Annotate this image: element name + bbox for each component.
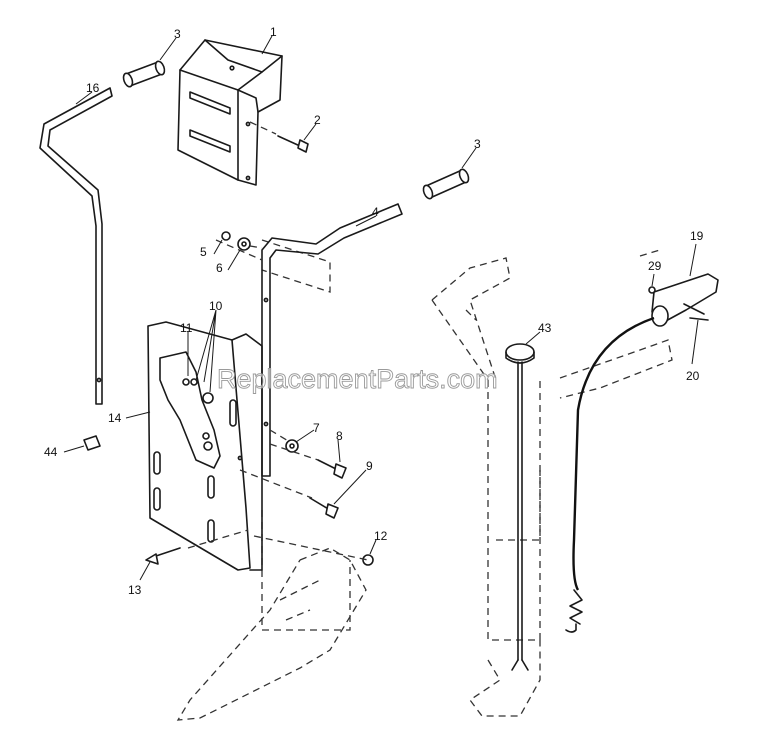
callout-6: 6 — [216, 261, 223, 275]
leader-lines — [63, 35, 699, 581]
part-3-grip-right — [422, 168, 470, 200]
part-1-bracket — [177, 39, 283, 186]
cable — [565, 316, 655, 633]
part-19-control — [648, 273, 719, 327]
callout-8: 8 — [336, 429, 343, 443]
callout-3-right: 3 — [474, 137, 481, 151]
part-43-rod — [505, 343, 535, 671]
callout-13: 13 — [128, 583, 142, 597]
part-3-grip-left — [122, 60, 166, 88]
callout-14: 14 — [108, 411, 122, 425]
callout-11: 11 — [180, 321, 193, 335]
part-16-handle — [39, 87, 113, 405]
hardware — [83, 121, 374, 566]
callout-29: 29 — [648, 259, 662, 273]
callout-1: 1 — [270, 25, 277, 39]
callout-2: 2 — [314, 113, 321, 127]
callout-19: 19 — [690, 229, 704, 243]
callout-5: 5 — [200, 245, 207, 259]
callout-7: 7 — [313, 421, 320, 435]
watermark: ReplacementParts.com — [217, 364, 498, 394]
callout-9: 9 — [366, 459, 373, 473]
callout-10: 10 — [209, 299, 223, 313]
callouts: 1 2 3 3 4 5 6 7 8 9 10 11 12 13 14 16 19… — [44, 25, 704, 597]
callout-3-left: 3 — [174, 27, 181, 41]
callout-43: 43 — [538, 321, 552, 335]
part-4-handle — [261, 203, 403, 477]
callout-20: 20 — [686, 369, 700, 383]
callout-12: 12 — [374, 529, 388, 543]
callout-44: 44 — [44, 445, 58, 459]
lower-handle-outline — [431, 249, 673, 717]
callout-16: 16 — [86, 81, 100, 95]
callout-4: 4 — [372, 205, 379, 219]
part-14-panel — [147, 321, 263, 571]
